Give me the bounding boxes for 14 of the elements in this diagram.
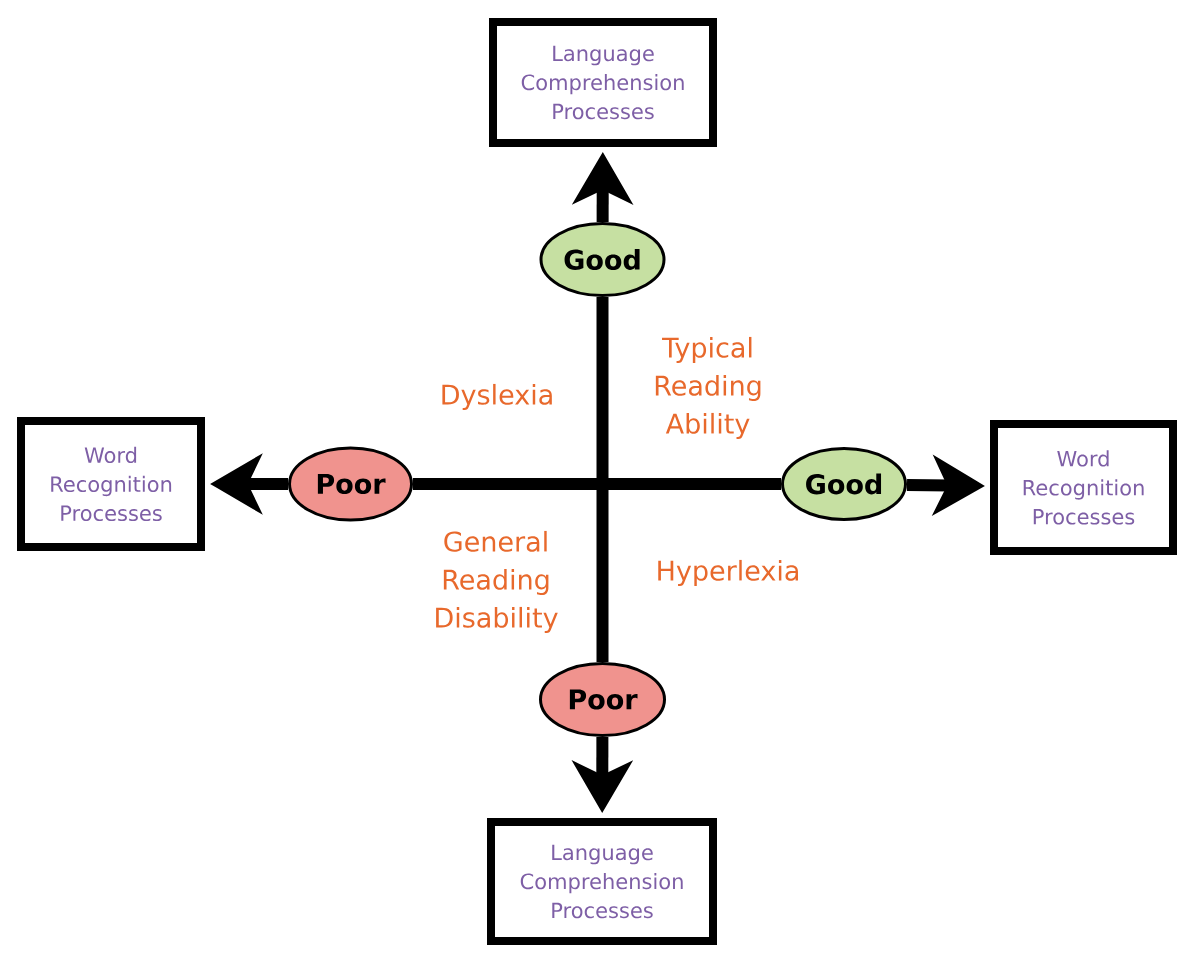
outlined-box: Language Comprehension Processes <box>489 18 717 147</box>
oval: Poor <box>288 446 413 522</box>
connector-line <box>596 297 609 662</box>
outlined-box: Language Comprehension Processes <box>487 818 717 945</box>
quadrant-label: General Reading Disability <box>436 530 558 634</box>
oval: Good <box>781 447 907 521</box>
oval: Poor <box>539 662 666 737</box>
quadrant-label: Dyslexia <box>442 383 552 411</box>
connector-line <box>413 478 781 490</box>
quadrant-label: Hyperlexia <box>658 559 798 587</box>
outlined-box: Word Recognition Processes <box>17 417 205 551</box>
outlined-box: Word Recognition Processes <box>990 420 1177 555</box>
oval: Good <box>539 222 666 297</box>
quadrant-label: Typical Reading Ability <box>655 336 761 440</box>
